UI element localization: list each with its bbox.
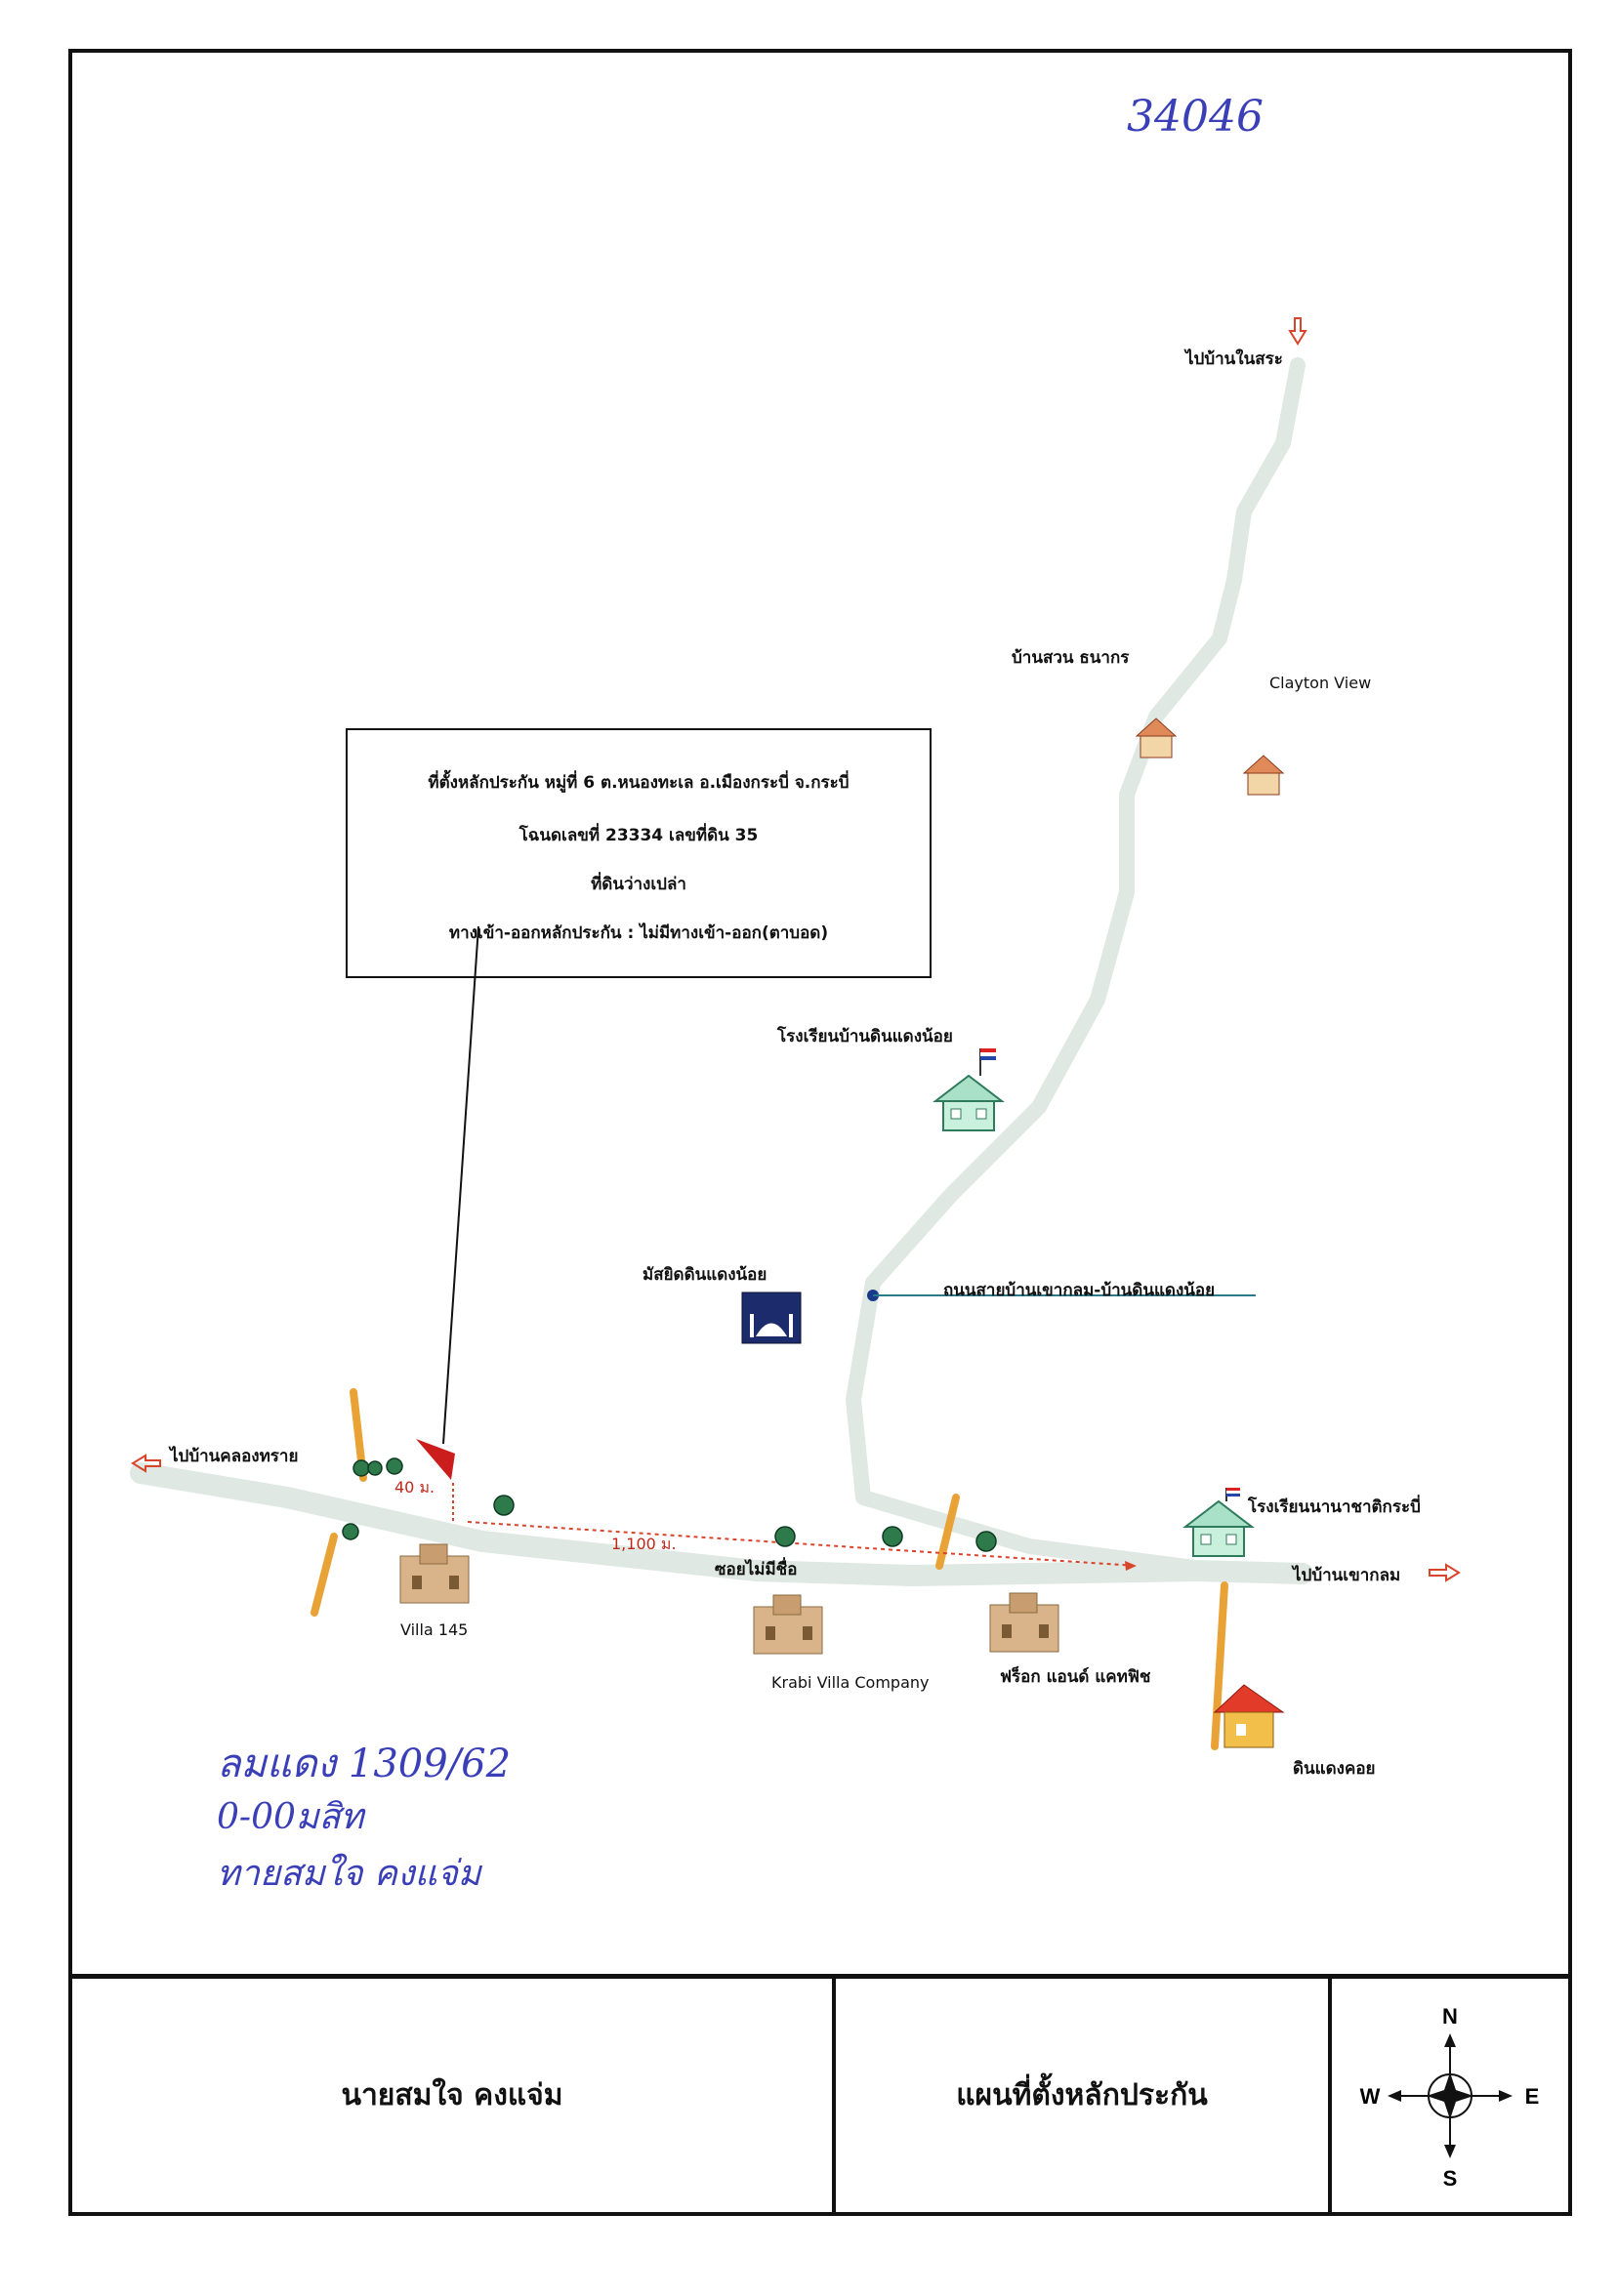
label-soi-no-name: ซอยไม่มีชื่อ: [715, 1560, 798, 1579]
arrow-north-icon: [1288, 317, 1307, 346]
info-deed: โฉนดเลขที่ 23334 เลขที่ดิน 35: [518, 826, 759, 845]
label-to-ban-khao-klom: ไปบ้านเขากลม: [1293, 1566, 1401, 1585]
distance-line: [467, 1521, 1138, 1567]
compass-cell: N S E W: [1332, 1979, 1568, 2212]
handwritten-line-2: 0-00มสิท: [217, 1797, 364, 1837]
arrow-east-icon: [1429, 1563, 1461, 1582]
owner-name: นายสมใจ คงแจ่ม: [341, 2078, 563, 2112]
label-villa-145: Villa 145: [400, 1620, 469, 1639]
villa-145-icon: [399, 1543, 470, 1604]
map-area: ไปบ้านในสระ บ้านสวน ธนากร Clayton View โ…: [72, 53, 1568, 1974]
side-road-4: [1211, 1581, 1228, 1750]
label-mosque: มัสยิดดินแดงน้อย: [643, 1265, 767, 1285]
label-to-ban-khlong-sai: ไปบ้านคลองทราย: [170, 1447, 299, 1466]
krabi-villa-icon: [753, 1594, 823, 1655]
label-din-daeng-khoi: ดินแดงคอย: [1293, 1759, 1376, 1779]
intl-school-icon: [1182, 1488, 1255, 1557]
label-road-name: ถนนสายบ้านเขากลม-บ้านดินแดงน้อย: [943, 1281, 1216, 1300]
compass-west: W: [1360, 2084, 1381, 2109]
collateral-marker: [416, 1439, 455, 1480]
owner-name-cell: นายสมใจ คงแจ่ม: [72, 1979, 836, 2212]
label-intl-school: โรงเรียนนานาชาติกระบี่: [1248, 1497, 1421, 1517]
collateral-info-box: ที่ตั้งหลักประกัน หมู่ที่ 6 ต.หนองทะเล อ…: [346, 728, 932, 978]
side-road-3: [935, 1494, 960, 1570]
side-road-2: [311, 1533, 338, 1617]
handwritten-line-1: ลมแดง 1309/62: [217, 1742, 512, 1786]
compass-east: E: [1525, 2084, 1540, 2109]
compass-rose-icon: N S E W: [1360, 2004, 1540, 2191]
info-location: ที่ตั้งหลักประกัน หมู่ที่ 6 ต.หนองทะเล อ…: [428, 773, 850, 793]
title-block: นายสมใจ คงแจ่ม แผนที่ตั้งหลักประกัน N S …: [72, 1974, 1568, 2212]
label-krabi-villa: Krabi Villa Company: [771, 1673, 930, 1692]
tree-icons: [342, 1457, 997, 1552]
distance-arrow: [1125, 1561, 1137, 1571]
label-clayton-view: Clayton View: [1269, 674, 1372, 692]
din-daeng-khoi-house-icon: [1213, 1684, 1285, 1748]
school-din-daeng-noi-icon: [933, 1048, 1005, 1131]
label-frog-catfish: ฟร็อก แอนด์ แคทฟิช: [1000, 1667, 1151, 1687]
north-road: [846, 357, 1306, 1576]
ban-suan-house-icon: [1135, 718, 1178, 758]
label-distance-1100: 1,100 ม.: [611, 1535, 677, 1553]
info-access: ทางเข้า-ออกหลักประกัน : ไม่มีทางเข้า-ออก…: [448, 923, 829, 943]
label-ban-suan-thanakorn: บ้านสวน ธนากร: [1012, 648, 1130, 668]
handwritten-line-3: ทายสมใจ คงแจ่ม: [217, 1854, 481, 1894]
map-title-cell: แผนที่ตั้งหลักประกัน: [836, 1979, 1332, 2212]
handwritten-number: 34046: [1127, 92, 1264, 142]
pointer-line: [442, 925, 479, 1445]
label-distance-40: 40 ม.: [394, 1478, 435, 1496]
map-frame: ไปบ้านในสระ บ้านสวน ธนากร Clayton View โ…: [68, 49, 1572, 2216]
compass-north: N: [1442, 2004, 1458, 2029]
info-land-type: ที่ดินว่างเปล่า: [591, 875, 686, 894]
frog-catfish-icon: [989, 1592, 1059, 1653]
map-title: แผนที่ตั้งหลักประกัน: [956, 2078, 1208, 2112]
label-to-ban-nai-sa: ไปบ้านในสระ: [1185, 349, 1283, 369]
clayton-view-house-icon: [1242, 755, 1285, 796]
compass-south: S: [1443, 2166, 1458, 2191]
arrow-west-icon: [131, 1454, 161, 1473]
mosque-icon: [741, 1292, 802, 1344]
label-school-din-daeng-noi: โรงเรียนบ้านดินแดงน้อย: [777, 1027, 953, 1046]
map-drawing: [130, 317, 1461, 1750]
